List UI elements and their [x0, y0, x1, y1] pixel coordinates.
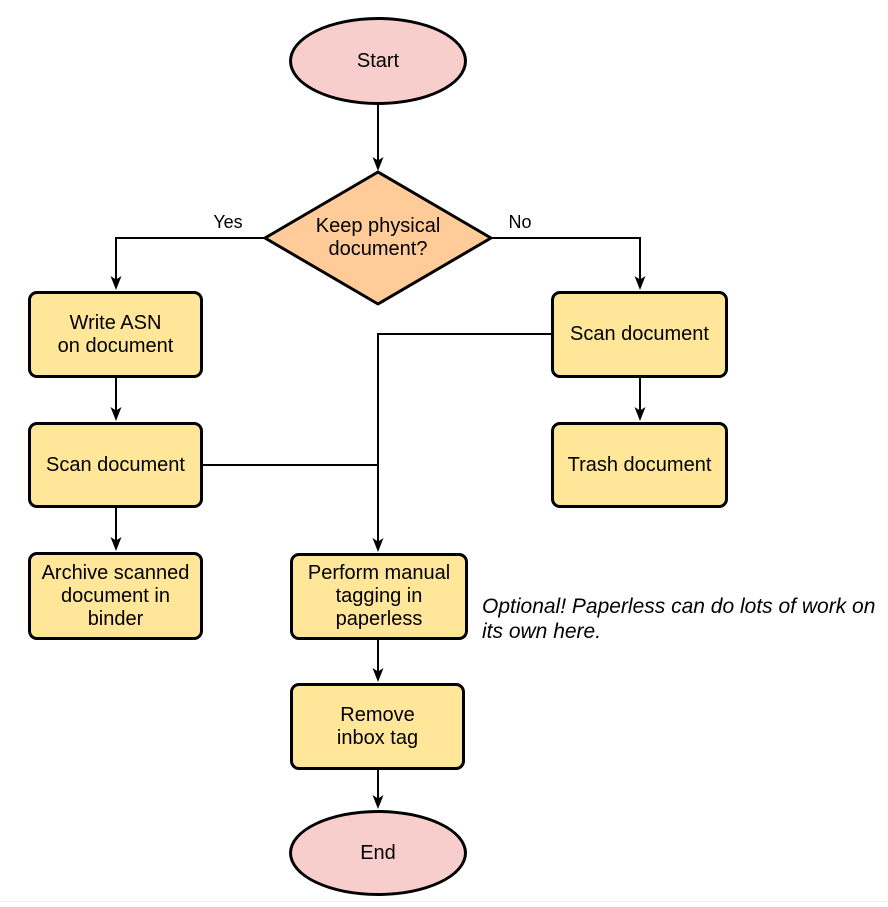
arrowhead-no-branch — [634, 276, 646, 290]
arrowhead-writeasn-scan — [110, 407, 122, 421]
connector-no-branch — [491, 237, 641, 282]
node-decision-label: Keep physical document? — [315, 215, 441, 260]
node-manual-tagging: Perform manual tagging in paperless — [290, 553, 468, 640]
edge-label-no: No — [508, 212, 532, 232]
node-end: End — [289, 810, 467, 896]
page-bottom-divider — [0, 901, 888, 902]
arrowhead-yes-branch — [110, 276, 122, 290]
node-remove-inbox-tag: Remove inbox tag — [290, 683, 465, 770]
node-trash-document: Trash document — [551, 422, 728, 508]
node-scan-document-left: Scan document — [28, 422, 203, 508]
connector-yes-branch — [115, 237, 265, 282]
node-decision: Keep physical document? — [268, 175, 488, 301]
node-remove-inbox-tag-label: Remove inbox tag — [336, 703, 419, 749]
connector-scanright-tagging — [377, 333, 551, 544]
node-scan-document-right: Scan document — [551, 291, 728, 378]
node-start: Start — [289, 17, 467, 105]
node-write-asn-label: Write ASN on document — [57, 311, 174, 357]
note-optional: Optional! Paperless can do lots of work … — [482, 595, 876, 643]
arrowhead-merge-tagging — [372, 538, 384, 552]
arrowhead-remove-end — [372, 795, 384, 809]
node-write-asn: Write ASN on document — [28, 291, 203, 378]
arrowhead-start-decision — [372, 157, 384, 171]
arrowhead-scanright-trash — [634, 407, 646, 421]
node-archive-binder-label: Archive scanned document in binder — [41, 561, 190, 630]
arrowhead-scan-archive — [110, 537, 122, 551]
node-start-label: Start — [356, 49, 400, 72]
decision-diamond-shape — [263, 170, 493, 306]
node-end-label: End — [360, 841, 396, 864]
edge-label-yes: Yes — [213, 212, 243, 232]
node-archive-binder: Archive scanned document in binder — [28, 552, 203, 640]
node-scan-document-left-label: Scan document — [46, 453, 185, 476]
node-trash-document-label: Trash document — [567, 453, 712, 476]
node-manual-tagging-label: Perform manual tagging in paperless — [307, 562, 451, 630]
arrowhead-tagging-remove — [372, 668, 384, 682]
node-scan-document-right-label: Scan document — [570, 323, 709, 345]
